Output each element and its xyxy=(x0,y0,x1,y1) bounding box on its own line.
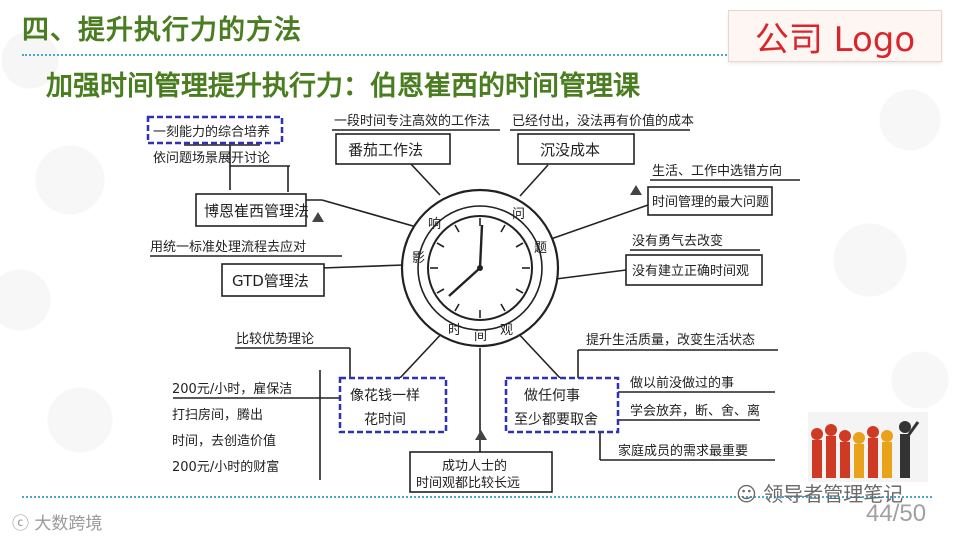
ring-label-2: 响 xyxy=(428,216,441,232)
node-n12: 没有勇气去改变 xyxy=(632,233,723,249)
node-n19: 做以前没做过的事 xyxy=(630,375,734,391)
node-n13: 没有建立正确时间观 xyxy=(632,264,749,279)
node-n9: 沉没成本 xyxy=(540,141,600,159)
node-n15-line1: 像花钱一样 xyxy=(350,388,420,404)
node-n16-line4: 200元/小时的财富 xyxy=(172,459,279,475)
ring-label-5: 时 xyxy=(448,323,461,338)
node-boxes xyxy=(146,115,773,493)
node-texts: 一刻能力的综合培养 依问题场景展开讨论 博恩崔西管理法 用统一标准处理流程去应对… xyxy=(150,113,782,491)
slide-subtitle: 加强时间管理提升执行力：伯恩崔西的时间管理课 xyxy=(46,71,640,102)
node-n7: 番茄工作法 xyxy=(348,141,423,159)
watermark-source-text: 大数跨境 xyxy=(34,514,103,534)
ring-label-6: 间 xyxy=(474,329,487,344)
node-n5: GTD管理法 xyxy=(232,272,309,290)
node-n16-line2: 打扫房间，腾出 xyxy=(172,407,263,423)
node-n16-line1: 200元/小时，雇保洁 xyxy=(172,381,292,397)
ring-label-4: 题 xyxy=(534,241,547,256)
node-n2: 依问题场景展开讨论 xyxy=(153,151,270,166)
decor-triangles xyxy=(312,185,642,440)
node-n4: 用统一标准处理流程去应对 xyxy=(150,239,306,255)
node-n16-line3: 时间，去创造价值 xyxy=(172,433,276,449)
clock: 影 响 问 题 时 间 观 xyxy=(400,188,560,348)
watermark-logo-icon: ⓒ xyxy=(12,514,35,534)
node-n15-line2: 花时间 xyxy=(364,412,406,428)
node-n18-line1: 做任何事 xyxy=(524,388,580,404)
node-n6: 一段时间专注高效的工作法 xyxy=(334,113,490,129)
node-n1: 一刻能力的综合培养 xyxy=(153,124,270,140)
wechat-icon: ☺ xyxy=(736,482,764,506)
company-logo: 公司 Logo xyxy=(728,10,942,62)
node-n14: 比较优势理论 xyxy=(236,331,314,347)
node-n10: 生活、工作中选错方向 xyxy=(652,163,782,179)
node-n21: 家庭成员的需求最重要 xyxy=(618,443,748,459)
node-n18-line2: 至少都要取舍 xyxy=(514,412,598,428)
top-divider xyxy=(22,54,762,56)
node-n22-line2: 时间观都比较长远 xyxy=(416,476,520,491)
logo-text: 公司 Logo xyxy=(754,19,916,60)
watermark-account-text: 领导者管理笔记 xyxy=(763,482,904,506)
ring-label-3: 问 xyxy=(512,207,525,222)
ring-label-7: 观 xyxy=(500,323,513,338)
background-pattern-left xyxy=(0,0,130,540)
bottom-divider xyxy=(22,496,932,498)
section-title: 四、提升执行力的方法 xyxy=(22,15,302,46)
watermark-account: ☺ 领导者管理笔记 xyxy=(736,478,903,507)
node-n3: 博恩崔西管理法 xyxy=(204,202,309,220)
watermark-source: ⓒ 大数跨境 xyxy=(12,509,102,534)
crowd-illustration xyxy=(808,412,928,482)
node-n17: 提升生活质量，改变生活状态 xyxy=(586,332,755,348)
page-number: 44/50 xyxy=(866,500,927,527)
node-n8: 已经付出，没法再有价值的成本 xyxy=(512,113,694,129)
node-n11: 时间管理的最大问题 xyxy=(652,194,769,210)
ring-label-1: 影 xyxy=(412,251,425,266)
node-n20: 学会放弃，断、舍、离 xyxy=(630,403,760,419)
node-n22-line1: 成功人士的 xyxy=(442,458,507,474)
